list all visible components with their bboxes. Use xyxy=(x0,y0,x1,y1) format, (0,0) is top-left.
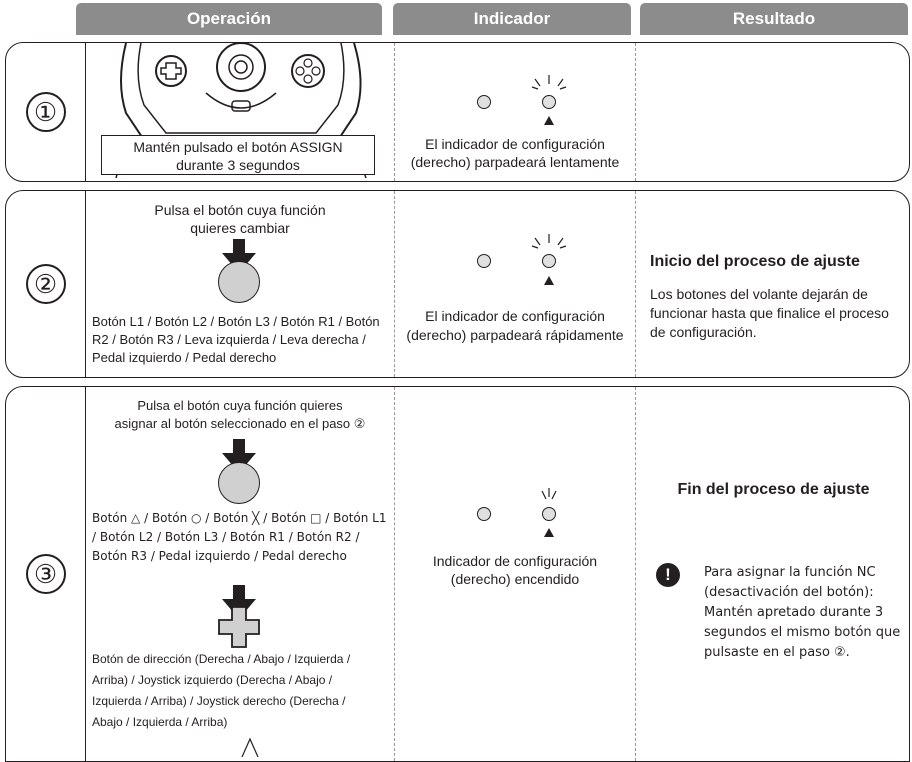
step-1-operation-line1: Mantén pulsado el botón ASSIGN xyxy=(133,139,343,155)
step-1-panel: ① Mantén pulsado el botón ASSIGN durante… xyxy=(5,42,910,182)
blink-rays-icon xyxy=(531,75,567,90)
button-circle-icon xyxy=(218,462,260,504)
step-1-number-cell: ① xyxy=(6,43,86,181)
step-2-result-body: Los botones del volante dejarán de funci… xyxy=(650,286,889,340)
step-2-indicator: El indicador de configuración (derecho) … xyxy=(395,191,635,377)
step-2-number: ② xyxy=(25,264,66,304)
step-1-indicator-line1: El indicador de configuración xyxy=(425,136,605,152)
blink-rays-icon xyxy=(531,234,567,249)
step-3-operation-title2: asignar al botón seleccionado en el paso… xyxy=(114,416,366,431)
step-3-result-title: Fin del proceso de ajuste xyxy=(677,481,870,498)
step-3-operation-list1: Botón △ / Botón ○ / Botón ╳ / Botón □ / … xyxy=(92,511,387,563)
step-1-indicator: El indicador de configuración (derecho) … xyxy=(395,43,635,181)
led-left xyxy=(477,254,491,268)
divider xyxy=(394,43,395,181)
header-indicator: Indicador xyxy=(393,3,631,35)
button-circle-icon xyxy=(218,261,260,303)
step-1-operation-line2: durante 3 segundos xyxy=(176,157,300,173)
led-left xyxy=(477,95,491,109)
led-pointer-icon xyxy=(544,528,554,537)
step-2-indicator-line2: (derecho) parpadeará rápidamente xyxy=(406,327,624,343)
led-right xyxy=(542,95,556,109)
divider xyxy=(394,191,395,377)
triangle-marker-icon xyxy=(241,737,259,757)
divider xyxy=(635,387,636,761)
divider xyxy=(394,387,395,761)
step-3-operation-list2: Botón de dirección (Derecha / Abajo / Iz… xyxy=(92,652,351,729)
step-2-operation-list: Botón L1 / Botón L2 / Botón L3 / Botón R… xyxy=(92,314,380,365)
step-1-number: ① xyxy=(25,92,66,132)
step-2-operation-title2: quieres cambiar xyxy=(190,220,290,236)
step-3-number: ③ xyxy=(25,554,66,594)
led-right xyxy=(542,254,556,268)
step-3-indicator-line2: (derecho) encendido xyxy=(450,571,580,587)
divider xyxy=(635,191,636,377)
step-3-result: Fin del proceso de ajuste ! Para asignar… xyxy=(636,387,909,761)
warning-icon: ! xyxy=(656,563,680,587)
step-2-operation: Pulsa el botón cuya función quieres camb… xyxy=(86,191,394,377)
step-3-indicator: Indicador de configuración (derecho) enc… xyxy=(395,387,635,761)
step-1-operation: Mantén pulsado el botón ASSIGN durante 3… xyxy=(86,43,394,181)
step-2-result-title: Inicio del proceso de ajuste xyxy=(650,253,860,270)
led-pointer-icon xyxy=(544,116,554,125)
step-1-operation-box: Mantén pulsado el botón ASSIGN durante 3… xyxy=(101,135,375,175)
step-3-panel: ③ Pulsa el botón cuya función quieres as… xyxy=(5,386,910,762)
step-2-result: Inicio del proceso de ajuste Los botones… xyxy=(636,191,909,377)
dpad-icon xyxy=(218,606,260,648)
step-2-number-cell: ② xyxy=(6,191,86,377)
header-operation: Operación xyxy=(76,3,382,35)
led-pointer-icon xyxy=(544,276,554,285)
step-3-result-body: Para asignar la función NC (desactivació… xyxy=(704,565,901,660)
step-1-indicator-line2: (derecho) parpadeará lentamente xyxy=(410,154,620,170)
step-3-indicator-line1: Indicador de configuración xyxy=(432,553,598,569)
step-2-operation-title1: Pulsa el botón cuya función xyxy=(154,202,326,218)
step-2-panel: ② Pulsa el botón cuya función quieres ca… xyxy=(5,190,910,378)
step-3-operation: Pulsa el botón cuya función quieres asig… xyxy=(86,387,394,761)
lit-rays-icon xyxy=(541,488,557,500)
led-left xyxy=(477,507,491,521)
divider xyxy=(635,43,636,181)
step-2-indicator-line1: El indicador de configuración xyxy=(425,308,605,324)
header-result: Resultado xyxy=(640,3,908,35)
step-3-number-cell: ③ xyxy=(6,387,86,761)
led-right xyxy=(542,507,556,521)
step-3-operation-title1: Pulsa el botón cuya función quieres xyxy=(137,398,343,413)
